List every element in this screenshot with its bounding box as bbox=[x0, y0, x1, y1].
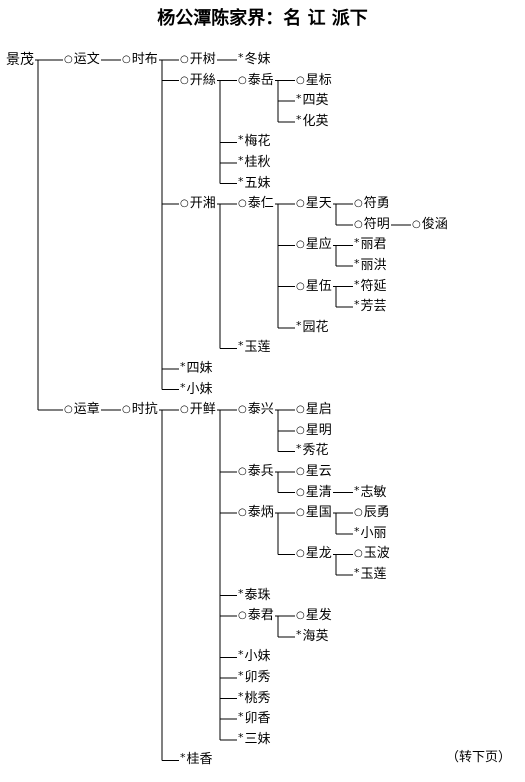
person-node: 时布 bbox=[122, 51, 158, 70]
person-node: 泰兵 bbox=[238, 463, 274, 482]
person-node: 玉莲 bbox=[354, 566, 387, 584]
person-node: 园花 bbox=[296, 319, 329, 337]
person-node: 星明 bbox=[296, 422, 332, 441]
person-node: 运文 bbox=[64, 51, 100, 70]
person-node: 桂香 bbox=[180, 751, 213, 769]
person-node: 星天 bbox=[296, 195, 332, 214]
person-node: 芳芸 bbox=[354, 298, 387, 316]
person-node: 泰君 bbox=[238, 607, 274, 626]
person-node: 辰勇 bbox=[354, 504, 390, 523]
person-node: 小妹 bbox=[238, 648, 271, 666]
person-node: 星伍 bbox=[296, 278, 332, 297]
person-node: 星启 bbox=[296, 401, 332, 420]
person-node: 星应 bbox=[296, 236, 332, 255]
person-node: 冬妹 bbox=[238, 51, 271, 69]
person-node: 海英 bbox=[296, 628, 329, 646]
person-node: 梅花 bbox=[238, 133, 271, 151]
person-node: 符延 bbox=[354, 278, 387, 296]
person-node: 泰炳 bbox=[238, 504, 274, 523]
person-node: 泰仁 bbox=[238, 195, 274, 214]
person-node: 景茂 bbox=[6, 52, 34, 68]
person-node: 星龙 bbox=[296, 545, 332, 564]
person-node: 桃秀 bbox=[238, 690, 271, 708]
person-node: 符勇 bbox=[354, 195, 390, 214]
continued-note: （转下页） bbox=[445, 750, 511, 765]
person-node: 四妹 bbox=[180, 360, 213, 378]
person-node: 开树 bbox=[180, 51, 216, 70]
person-node: 化英 bbox=[296, 113, 329, 131]
person-node: 开湘 bbox=[180, 195, 216, 214]
person-node: 志敏 bbox=[354, 484, 387, 502]
person-node: 星清 bbox=[296, 484, 332, 503]
person-node: 星标 bbox=[296, 72, 332, 91]
person-node: 桂秋 bbox=[238, 154, 271, 172]
person-node: 丽君 bbox=[354, 236, 387, 254]
person-node: 秀花 bbox=[296, 442, 329, 460]
person-node: 符明 bbox=[354, 216, 390, 235]
person-node: 玉莲 bbox=[238, 339, 271, 357]
person-node: 星云 bbox=[296, 463, 332, 482]
person-node: 卯香 bbox=[238, 710, 271, 728]
page-title: 杨公潭陈家界：名 讧 派下 bbox=[157, 8, 368, 29]
person-node: 开鲜 bbox=[180, 401, 216, 420]
person-node: 卯秀 bbox=[238, 669, 271, 687]
person-node: 五妹 bbox=[238, 175, 271, 193]
person-node: 时抗 bbox=[122, 401, 158, 420]
person-node: 泰珠 bbox=[238, 587, 271, 605]
person-node: 泰兴 bbox=[238, 401, 274, 420]
person-node: 小妹 bbox=[180, 381, 213, 399]
person-node: 星国 bbox=[296, 504, 332, 523]
person-node: 俊涵 bbox=[412, 216, 448, 235]
person-node: 丽洪 bbox=[354, 257, 387, 275]
person-node: 开絲 bbox=[180, 72, 216, 91]
person-node: 玉波 bbox=[354, 545, 390, 564]
person-node: 星发 bbox=[296, 607, 332, 626]
person-node: 泰岳 bbox=[238, 72, 274, 91]
person-node: 四英 bbox=[296, 92, 329, 110]
person-node: 小丽 bbox=[354, 525, 387, 543]
person-node: 三妹 bbox=[238, 731, 271, 749]
person-node: 运章 bbox=[64, 401, 100, 420]
